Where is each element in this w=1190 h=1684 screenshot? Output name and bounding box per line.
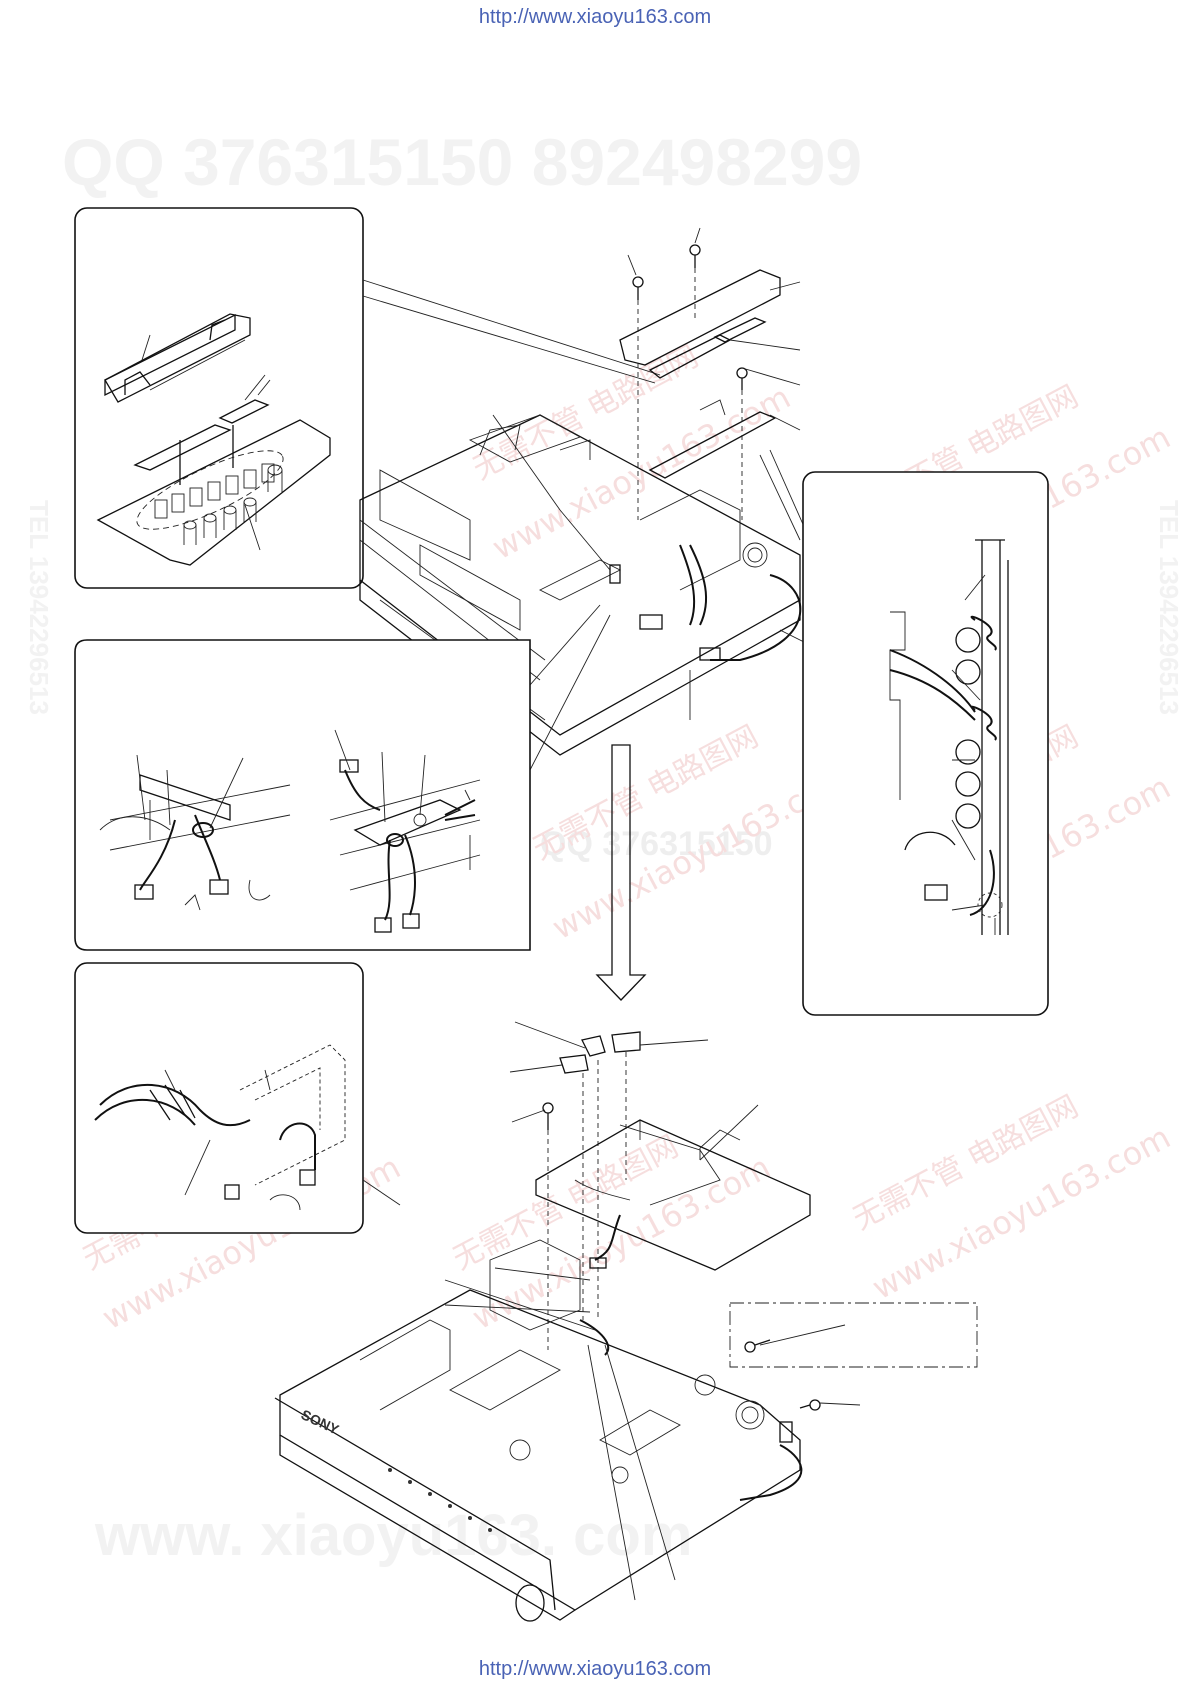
- watermark-side-right: TEL 13942296513: [1154, 500, 1184, 715]
- header-url-link[interactable]: http://www.xiaoyu163.com: [478, 6, 712, 28]
- brand-mark: SONY: [299, 1406, 342, 1438]
- watermark-site-www-1: www.xiaoyu163.com: [486, 378, 797, 567]
- watermark-mid-line: QQ 376315150: [540, 825, 773, 863]
- watermark-side-left: TEL 13942296513: [24, 500, 54, 715]
- detail-panel-bottom-left: [74, 962, 401, 1234]
- watermark-qq-line: QQ 376315150 892498299: [62, 125, 862, 199]
- detail-panel-middle: [74, 639, 531, 951]
- callout-lines-top: [362, 279, 661, 384]
- detail-panel-right: [802, 471, 1049, 1016]
- detail-panel-top-left: [74, 207, 364, 589]
- downward-process-arrow: [595, 744, 647, 1001]
- footer-url-link[interactable]: http://www.xiaoyu163.com: [478, 1658, 712, 1680]
- watermark-bottom-line: www. xiaoyu163. com: [94, 1503, 692, 1568]
